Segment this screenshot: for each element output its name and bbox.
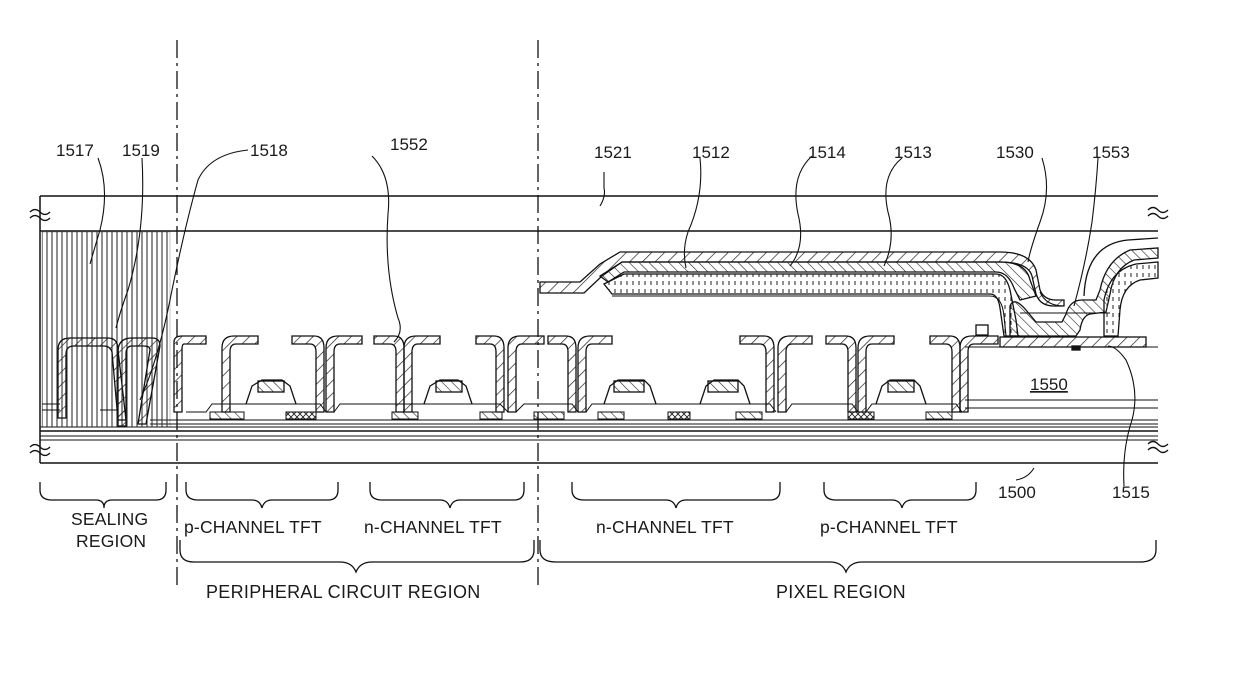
ref-1513: 1513: [894, 143, 932, 162]
label-n-channel-tft-left: n-CHANNEL TFT: [364, 517, 502, 537]
brace-p-channel-left: [186, 482, 338, 508]
reference-numerals: 1517 1519 1518 1552 1521 1512 1514 1513 …: [56, 135, 1150, 502]
label-pixel-region: PIXEL REGION: [776, 582, 906, 602]
layer-stack: [40, 196, 1158, 463]
ref-1518: 1518: [250, 141, 288, 160]
ref-1512: 1512: [692, 143, 730, 162]
ref-1530: 1530: [996, 143, 1034, 162]
ref-1519: 1519: [122, 141, 160, 160]
label-n-channel-tft-right: n-CHANNEL TFT: [596, 517, 734, 537]
oled-stack: [540, 238, 1158, 350]
label-p-channel-tft-left: p-CHANNEL TFT: [184, 517, 322, 537]
ref-1500: 1500: [998, 483, 1036, 502]
label-p-channel-tft-right: p-CHANNEL TFT: [820, 517, 958, 537]
ref-1550: 1550: [1030, 375, 1068, 394]
brace-n-channel-left: [370, 482, 524, 508]
brace-sealing-region: [40, 482, 166, 508]
region-labels: SEALING REGION p-CHANNEL TFT n-CHANNEL T…: [71, 509, 958, 602]
ref-1517: 1517: [56, 141, 94, 160]
label-sealing-line2: REGION: [76, 531, 146, 551]
label-sealing-line1: SEALING: [71, 509, 148, 529]
bank-caps: [174, 336, 998, 412]
brace-n-channel-right: [572, 482, 780, 508]
break-mark-right: [1148, 208, 1168, 453]
brace-p-channel-right: [824, 482, 976, 508]
brace-peripheral-circuit-region: [180, 540, 534, 572]
region-dividers: [177, 40, 538, 585]
ref-1553: 1553: [1092, 143, 1130, 162]
label-peripheral-circuit-region: PERIPHERAL CIRCUIT REGION: [206, 582, 481, 602]
ref-1514: 1514: [808, 143, 846, 162]
ref-1515: 1515: [1112, 483, 1150, 502]
brace-pixel-region: [540, 540, 1156, 572]
ref-1521: 1521: [594, 143, 632, 162]
ref-1552: 1552: [390, 135, 428, 154]
